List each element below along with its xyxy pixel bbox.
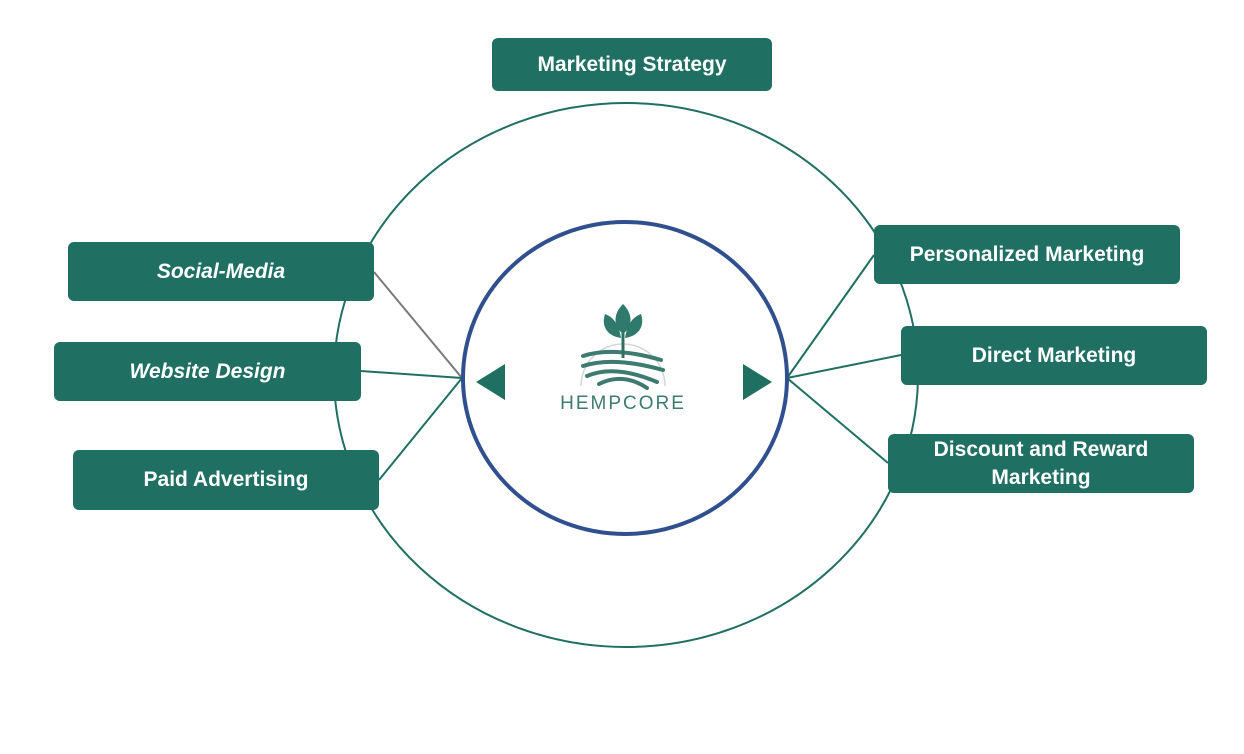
- title-box: Marketing Strategy: [492, 38, 772, 91]
- website-design-box: Website Design: [54, 342, 361, 401]
- discount-reward-marketing-box: Discount and Reward Marketing: [888, 434, 1194, 493]
- direct-marketing-label: Direct Marketing: [971, 343, 1137, 367]
- personalized-marketing-label: Personalized Marketing: [909, 242, 1145, 266]
- brand-name: HEMPCORE: [560, 393, 686, 414]
- title-label: Marketing Strategy: [537, 52, 727, 76]
- hempcore-leaf-logo-icon: [580, 304, 666, 390]
- website-design-label: Website Design: [129, 359, 286, 383]
- discount-reward-marketing-label: Discount and Reward Marketing: [933, 438, 1149, 489]
- direct-marketing-box: Direct Marketing: [901, 326, 1207, 385]
- connector-social-media: [373, 271, 463, 379]
- personalized-marketing-box: Personalized Marketing: [874, 225, 1180, 284]
- hempcore-logo: HEMPCORE: [543, 298, 703, 423]
- connector-discount-reward: [786, 377, 889, 464]
- connector-personalized-marketing: [786, 254, 875, 379]
- paid-advertising-box: Paid Advertising: [73, 450, 379, 510]
- connector-direct-marketing: [786, 354, 902, 379]
- social-media-box: Social-Media: [68, 242, 374, 301]
- connector-website-design: [360, 370, 463, 379]
- paid-advertising-label: Paid Advertising: [143, 468, 309, 492]
- social-media-label: Social-Media: [156, 259, 286, 283]
- connector-paid-advertising: [378, 377, 463, 481]
- right-arrow-icon: [743, 364, 772, 400]
- left-arrow-icon: [476, 364, 505, 400]
